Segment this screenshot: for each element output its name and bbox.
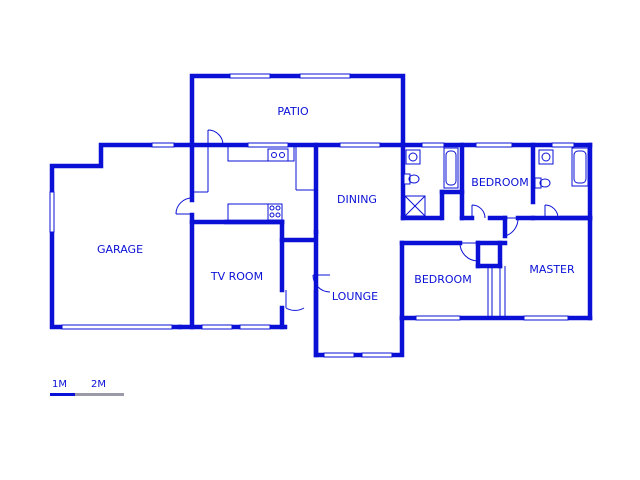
stove-icon [267,203,283,221]
room-label-patio: PATIO [277,105,309,118]
windows [49,73,575,358]
doors [175,129,559,311]
scale-segment-1m [50,393,75,396]
scale-label-2m: 2M [91,379,106,390]
room-labels: PATIO GARAGE DINING TV ROOM LOUNGE BEDRO… [97,105,575,303]
room-label-tv-room: TV ROOM [210,270,263,283]
scale-bar: 1M 2M [50,379,124,396]
basin-icon [538,149,554,165]
kitchen-sink-icon [267,148,289,162]
room-label-lounge: LOUNGE [332,290,378,303]
shower-icon [404,195,426,217]
room-label-bedroom: BEDROOM [471,176,528,189]
basin-icon [405,149,421,165]
bath-icon [571,147,589,187]
bath-icon [443,147,459,189]
room-label-dining: DINING [337,193,377,206]
interior-details [192,144,506,318]
room-label-garage: GARAGE [97,243,143,256]
toilet-icon [534,177,551,189]
toilet-icon [403,173,420,185]
scale-segment-2m [75,393,124,396]
fixtures [267,147,589,221]
scale-label-1m: 1M [52,379,67,390]
walls [49,73,593,358]
room-label-master: MASTER [529,263,575,276]
room-label-bedroom: BEDROOM [414,273,471,286]
